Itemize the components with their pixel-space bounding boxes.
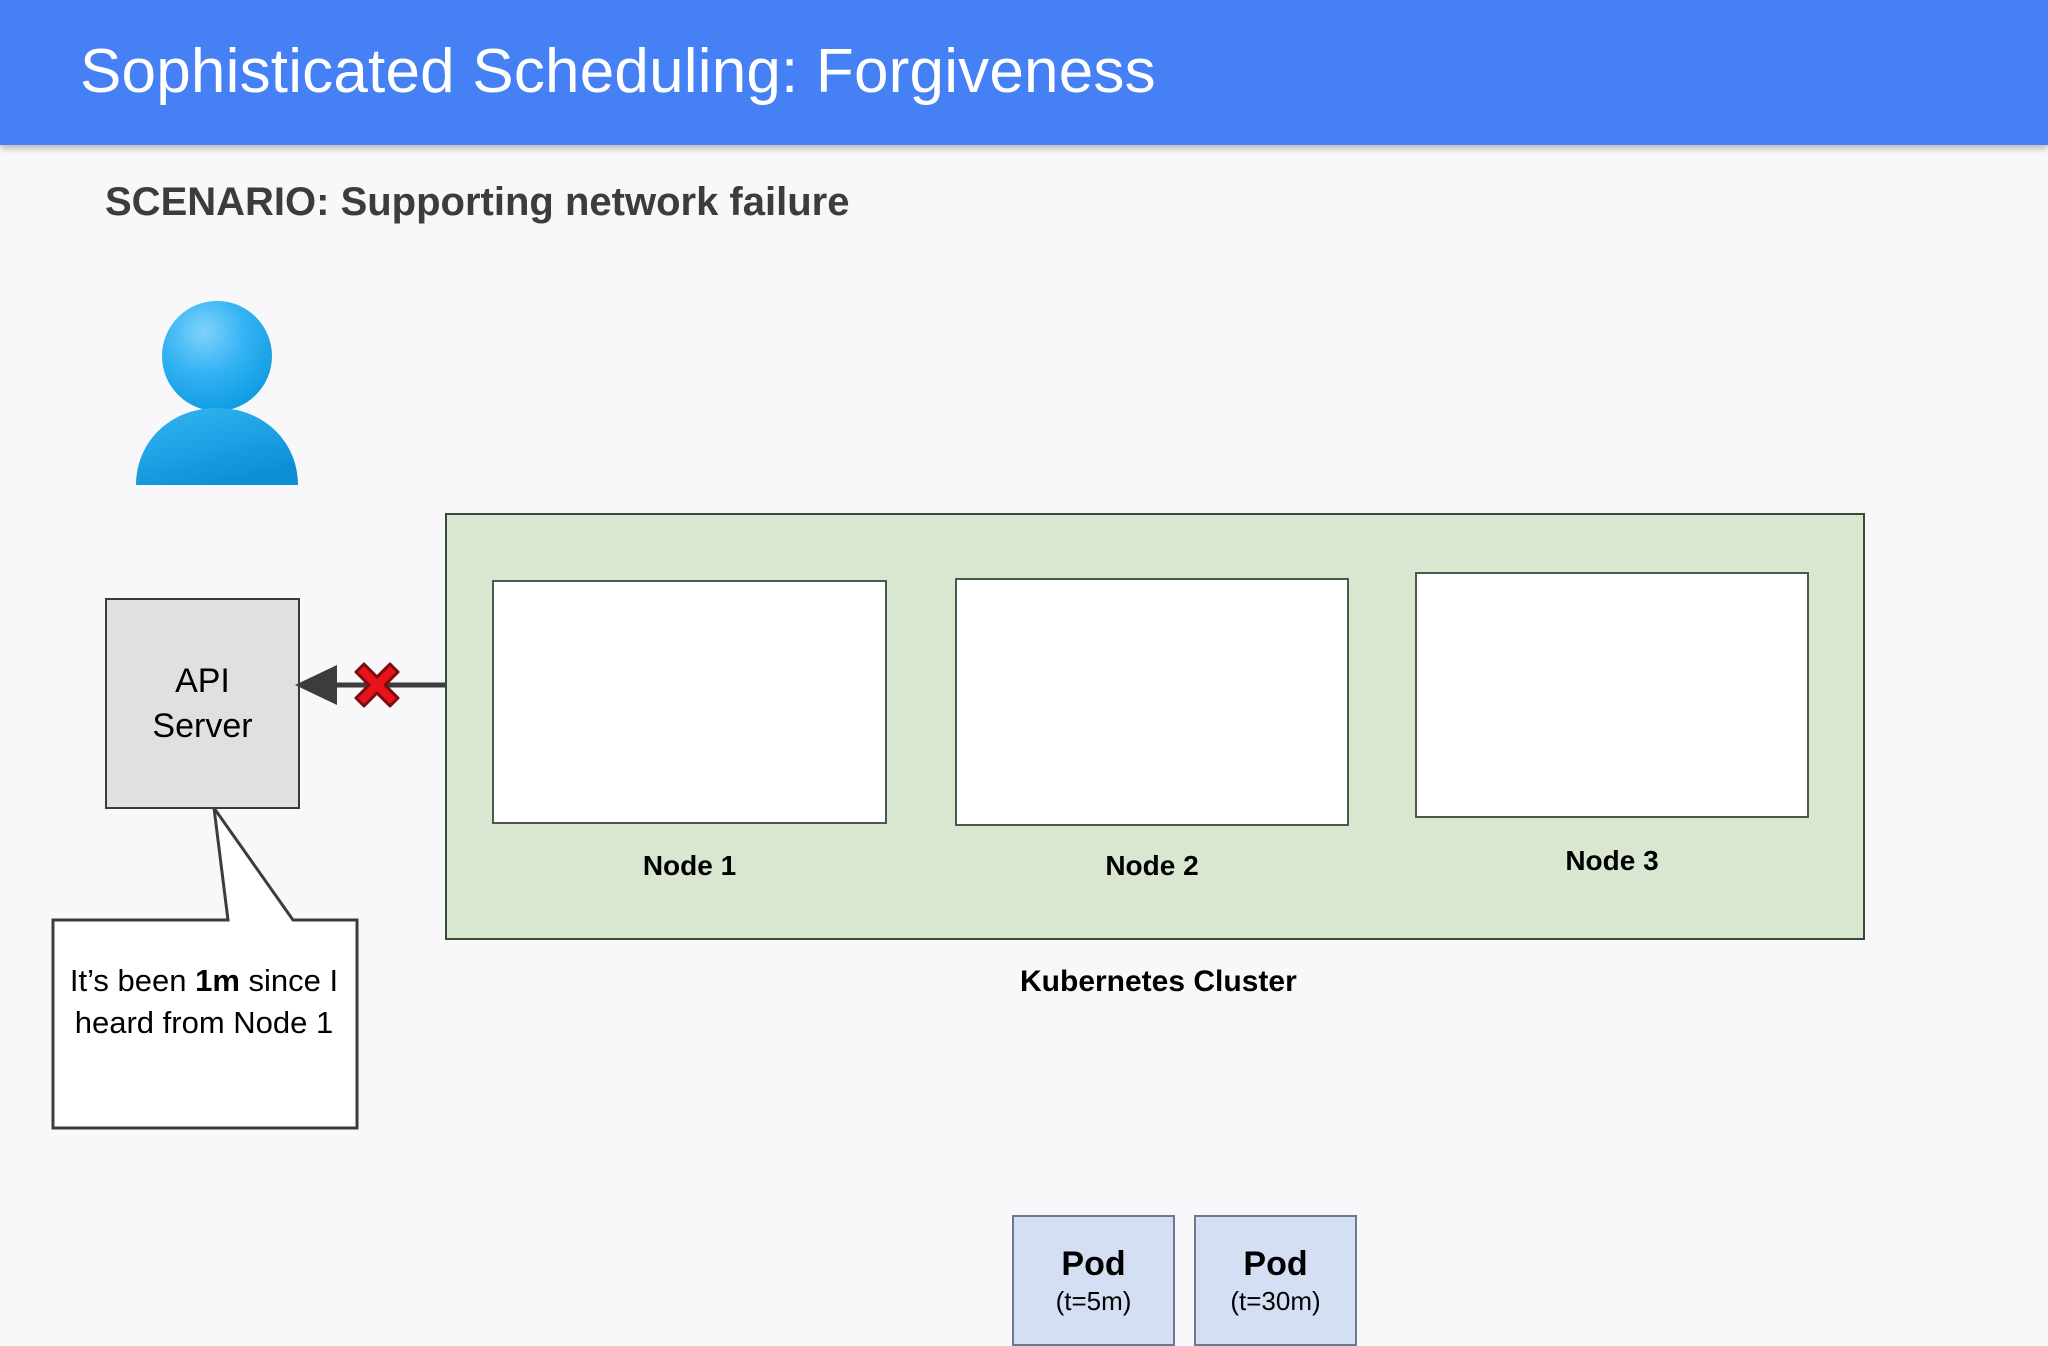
page-title: Sophisticated Scheduling: Forgiveness (80, 37, 1156, 106)
pod-box-2[interactable]: Pod (t=30m) (1194, 1215, 1357, 1346)
speech-bubble-text: It’s been 1m since I heard from Node 1 (53, 960, 355, 1044)
pod-title: Pod (1061, 1244, 1126, 1283)
node-label-2: Node 2 (1105, 850, 1199, 881)
node-box-3[interactable] (1415, 572, 1809, 818)
pod-box-1[interactable]: Pod (t=5m) (1012, 1215, 1175, 1346)
pod-title: Pod (1243, 1244, 1308, 1283)
node-label-3: Node 3 (1565, 845, 1659, 876)
speech-bubble-suffix: since I heard from Node 1 (74, 963, 339, 1040)
speech-bubble-highlight: 1m (195, 963, 240, 998)
speech-bubble-prefix: It’s been (69, 963, 196, 998)
slide-header-bar: Sophisticated Scheduling: Forgiveness (0, 0, 2048, 145)
api-server-line2: Server (152, 706, 253, 745)
cluster-label: Kubernetes Cluster (1020, 965, 1297, 998)
api-server-label: API Server (152, 659, 252, 749)
api-server-line1: API (175, 661, 230, 700)
speech-bubble-callout (40, 795, 370, 1135)
user-avatar-icon (132, 300, 302, 485)
api-server-box[interactable]: API Server (105, 598, 300, 809)
node-box-2[interactable] (955, 578, 1349, 826)
pod-toleration: (t=5m) (1055, 1285, 1132, 1316)
node-box-1[interactable]: Pod (t=5m) Pod (t=30m) (492, 580, 1357, 1346)
scenario-heading: SCENARIO: Supporting network failure (105, 180, 850, 224)
node-label-1: Node 1 (642, 850, 737, 881)
pod-toleration: (t=30m) (1230, 1285, 1321, 1316)
